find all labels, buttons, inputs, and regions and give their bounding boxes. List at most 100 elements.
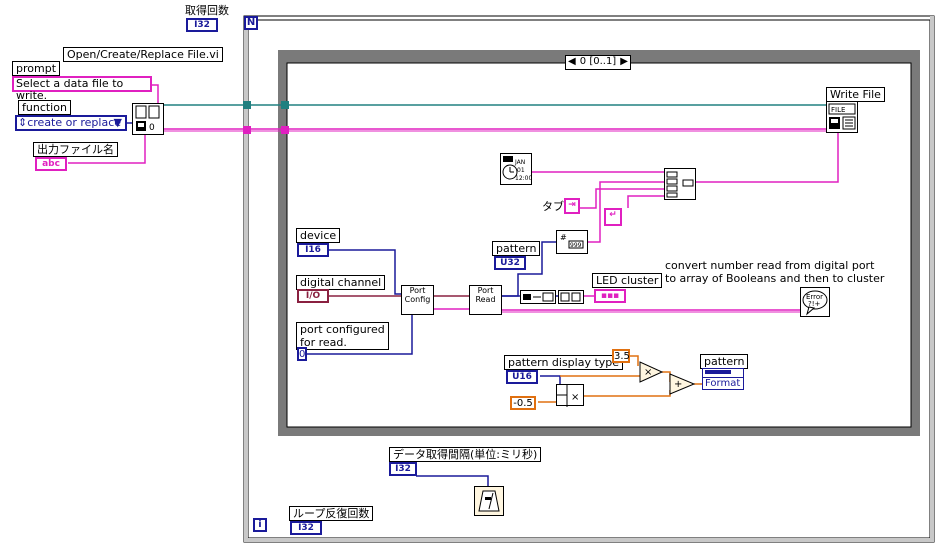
prompt-label: prompt: [12, 61, 61, 76]
pattern-label: pattern: [492, 241, 541, 256]
port-configured-constant[interactable]: 0: [297, 347, 307, 361]
constant-neg-0-5[interactable]: -0.5: [510, 396, 536, 410]
sequence-frame-number: 0 [0..1]: [579, 56, 617, 67]
write-wire: [696, 133, 839, 183]
concatenate-icon: [666, 171, 694, 198]
svg-text:FILE: FILE: [831, 106, 845, 114]
format-wire: [588, 181, 664, 243]
loop-iteration-terminal: i: [253, 518, 267, 532]
prompt-wire: [152, 84, 159, 108]
svg-text:JAN: JAN: [514, 159, 525, 166]
loop-iteration-label: ループ反復回数: [289, 506, 374, 521]
open-file-vi-label: Open/Create/Replace File.vi: [63, 47, 223, 62]
filename-label: 出力ファイル名: [33, 142, 118, 157]
led-cluster-label: LED cluster: [592, 273, 663, 288]
port-configured-label: port configured for read.: [296, 322, 389, 350]
led-icon: ▪▪▪: [600, 291, 620, 301]
property-header: [703, 369, 743, 378]
write-file-label: Write File: [826, 87, 885, 102]
eol-wire: [627, 195, 664, 208]
tunnel: [243, 101, 251, 109]
loop-count-label: 取得回数: [185, 4, 229, 17]
error-icon: Error ?!+: [802, 290, 828, 316]
svg-text:01: 01: [517, 167, 525, 174]
pattern-display-type-control[interactable]: U16: [506, 370, 538, 384]
chevron-right-icon[interactable]: ▶: [620, 56, 628, 67]
add-node: [669, 373, 696, 395]
svg-text:?!+: ?!+: [808, 300, 821, 308]
config-wire: [306, 314, 413, 355]
loop-count-terminal: N: [244, 16, 258, 30]
port-read-node[interactable]: Port Read: [469, 285, 502, 315]
tunnel: [281, 126, 289, 134]
digital-channel-control[interactable]: I/O: [297, 289, 329, 303]
open-file-icon: 0: [135, 105, 160, 133]
multiply-icon: ×: [644, 367, 653, 378]
sequence-frame: [278, 50, 920, 436]
multiply-icon: ×: [557, 385, 579, 407]
bool-array-icon: [523, 292, 554, 302]
tunnel: [281, 101, 289, 109]
concatenate-strings-node[interactable]: [664, 168, 696, 200]
sequence-selector[interactable]: ◀ 0 [0..1] ▶: [565, 55, 631, 70]
prompt-constant[interactable]: Select a data file to write.: [12, 76, 152, 102]
date-time-node[interactable]: JAN 01 12:00: [500, 153, 532, 185]
end-of-line-constant[interactable]: ↵: [604, 208, 622, 226]
loop-count-control[interactable]: I32: [186, 18, 218, 32]
filename-control[interactable]: abc: [35, 157, 67, 171]
loop-iteration-indicator[interactable]: I32: [290, 521, 322, 535]
tunnel: [243, 126, 251, 134]
write-file-node[interactable]: FILE: [826, 101, 858, 133]
write-file-icon: FILE: [828, 103, 856, 130]
number-to-string-node[interactable]: # 999: [556, 230, 588, 254]
device-label: device: [296, 228, 341, 243]
const-a-wire: [630, 355, 639, 366]
svg-text:#: #: [560, 233, 567, 242]
metronome-icon: [478, 490, 500, 512]
constant-3-5[interactable]: 3.5: [612, 349, 630, 363]
digital-channel-label: digital channel: [296, 275, 386, 290]
function-ring[interactable]: ⇕create or replace ▼: [15, 115, 127, 131]
chevron-down-icon[interactable]: ▼: [113, 116, 122, 129]
tab-constant[interactable]: ⇥: [564, 198, 580, 214]
array-to-cluster-node[interactable]: [558, 290, 584, 304]
pattern-property-label: pattern: [700, 354, 749, 369]
cluster-icon: [560, 292, 581, 302]
function-label: function: [18, 100, 71, 115]
simple-error-handler-node[interactable]: Error ?!+: [800, 287, 830, 317]
filename-wire: [68, 132, 146, 164]
wait-ms-node[interactable]: [474, 486, 504, 516]
tab-wire: [580, 188, 664, 209]
svg-text:0: 0: [149, 123, 155, 133]
svg-text:12:00: 12:00: [515, 175, 531, 182]
function-value: create or replace: [27, 116, 122, 129]
comment-text: convert number read from digital port to…: [665, 259, 885, 285]
pattern-indicator[interactable]: U32: [494, 256, 526, 270]
plus-icon: +: [674, 379, 683, 390]
svg-text:Error: Error: [806, 293, 823, 301]
device-control[interactable]: I16: [297, 243, 329, 257]
port-config-node[interactable]: Port Config: [401, 285, 434, 315]
svg-text:999: 999: [570, 242, 582, 249]
end-of-line-icon: ↵: [609, 210, 617, 220]
svg-text:×: ×: [571, 392, 579, 403]
pattern-display-type-label: pattern display type: [504, 355, 624, 370]
wait-interval-label: データ取得間隔(単位:ミリ秒): [389, 447, 542, 462]
select-multiply-node[interactable]: ×: [556, 384, 584, 407]
clock-icon: JAN 01 12:00: [502, 156, 531, 182]
ring-arrows-icon: ⇕: [18, 116, 28, 129]
wait-wire: [416, 475, 489, 486]
led-cluster-indicator[interactable]: ▪▪▪: [594, 289, 626, 303]
tab-label: タブ: [542, 200, 564, 213]
pattern-format-property-node[interactable]: Format: [702, 368, 744, 390]
format-property: Format: [705, 378, 741, 389]
wait-interval-control[interactable]: I32: [389, 462, 417, 476]
number-to-boolean-array-node[interactable]: [520, 290, 556, 304]
open-create-replace-node[interactable]: 0: [132, 103, 164, 135]
while-loop-frame: [243, 15, 935, 543]
format-number-icon: # 999: [560, 233, 584, 249]
property-bar-icon: [705, 370, 731, 374]
chevron-left-icon[interactable]: ◀: [568, 56, 576, 67]
multiply-node: [639, 361, 664, 383]
device-wire: [329, 249, 403, 295]
